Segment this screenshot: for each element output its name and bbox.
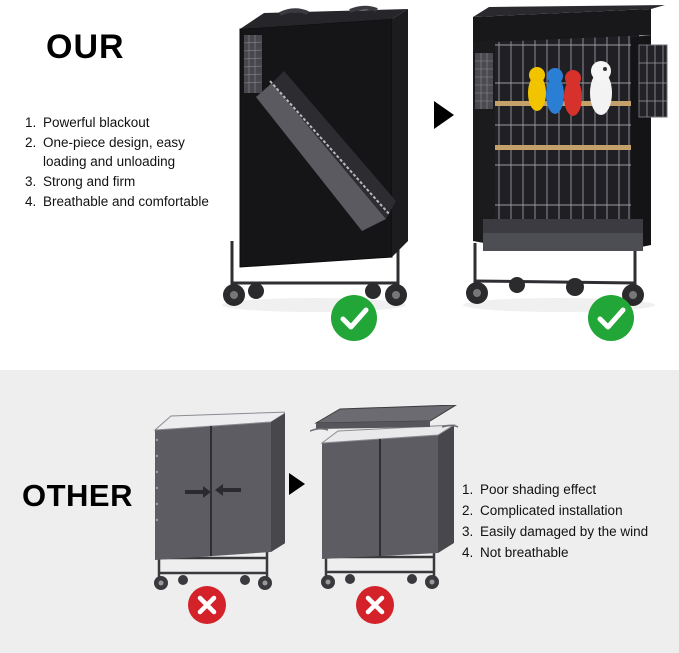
our-feature-list: 1. Powerful blackout 2. One-piece design… [25,113,225,212]
bird-cage-with-open-front-cover [455,5,670,315]
other-drawback-list: 1. Poor shading effect 2. Complicated in… [462,479,672,563]
our-section: OUR 1. Powerful blackout 2. One-piece de… [25,5,670,342]
list-item-number: 2. [25,135,37,150]
list-item-number: 4. [462,545,474,560]
list-item-number: 3. [462,524,474,539]
list-item: 3. Strong and firm [25,172,225,191]
list-item: 4. Breathable and comfortable [25,192,225,211]
list-item-label: Breathable and comfortable [43,194,209,209]
other-cover-blown-off-illustration [309,404,460,595]
list-item-number: 1. [462,482,474,497]
list-item-label: Poor shading effect [480,482,597,497]
our-section-title: OUR [46,28,125,66]
list-item: 1. Powerful blackout [25,113,225,132]
other-section: OTHER 1. Poor shading effect 2. Complica… [0,370,679,653]
arrow-right-icon [289,473,305,495]
arrow-right-icon [434,101,454,129]
list-item: 3. Easily damaged by the wind [462,521,672,542]
list-item-label: Easily damaged by the wind [480,524,649,539]
covered-bird-cage-with-blackout-cover [210,5,420,315]
check-mark-icon [587,294,635,342]
cross-mark-icon [187,585,227,625]
list-item-number: 3. [25,174,37,189]
check-mark-icon [330,294,378,342]
list-item: 2. One-piece design, easy loading and un… [25,133,225,171]
other-cover-multi-piece-illustration [145,410,289,595]
list-item-label: Strong and firm [43,174,136,189]
list-item: 4. Not breathable [462,542,672,563]
list-item: 2. Complicated installation [462,500,672,521]
cross-mark-icon [355,585,395,625]
list-item-label: Powerful blackout [43,115,150,130]
list-item-number: 4. [25,194,37,209]
list-item-number: 1. [25,115,37,130]
list-item-label: One-piece design, easy loading and unloa… [43,135,185,169]
other-section-title: OTHER [22,478,133,513]
list-item-number: 2. [462,503,474,518]
list-item-label: Not breathable [480,545,569,560]
list-item: 1. Poor shading effect [462,479,672,500]
list-item-label: Complicated installation [480,503,623,518]
